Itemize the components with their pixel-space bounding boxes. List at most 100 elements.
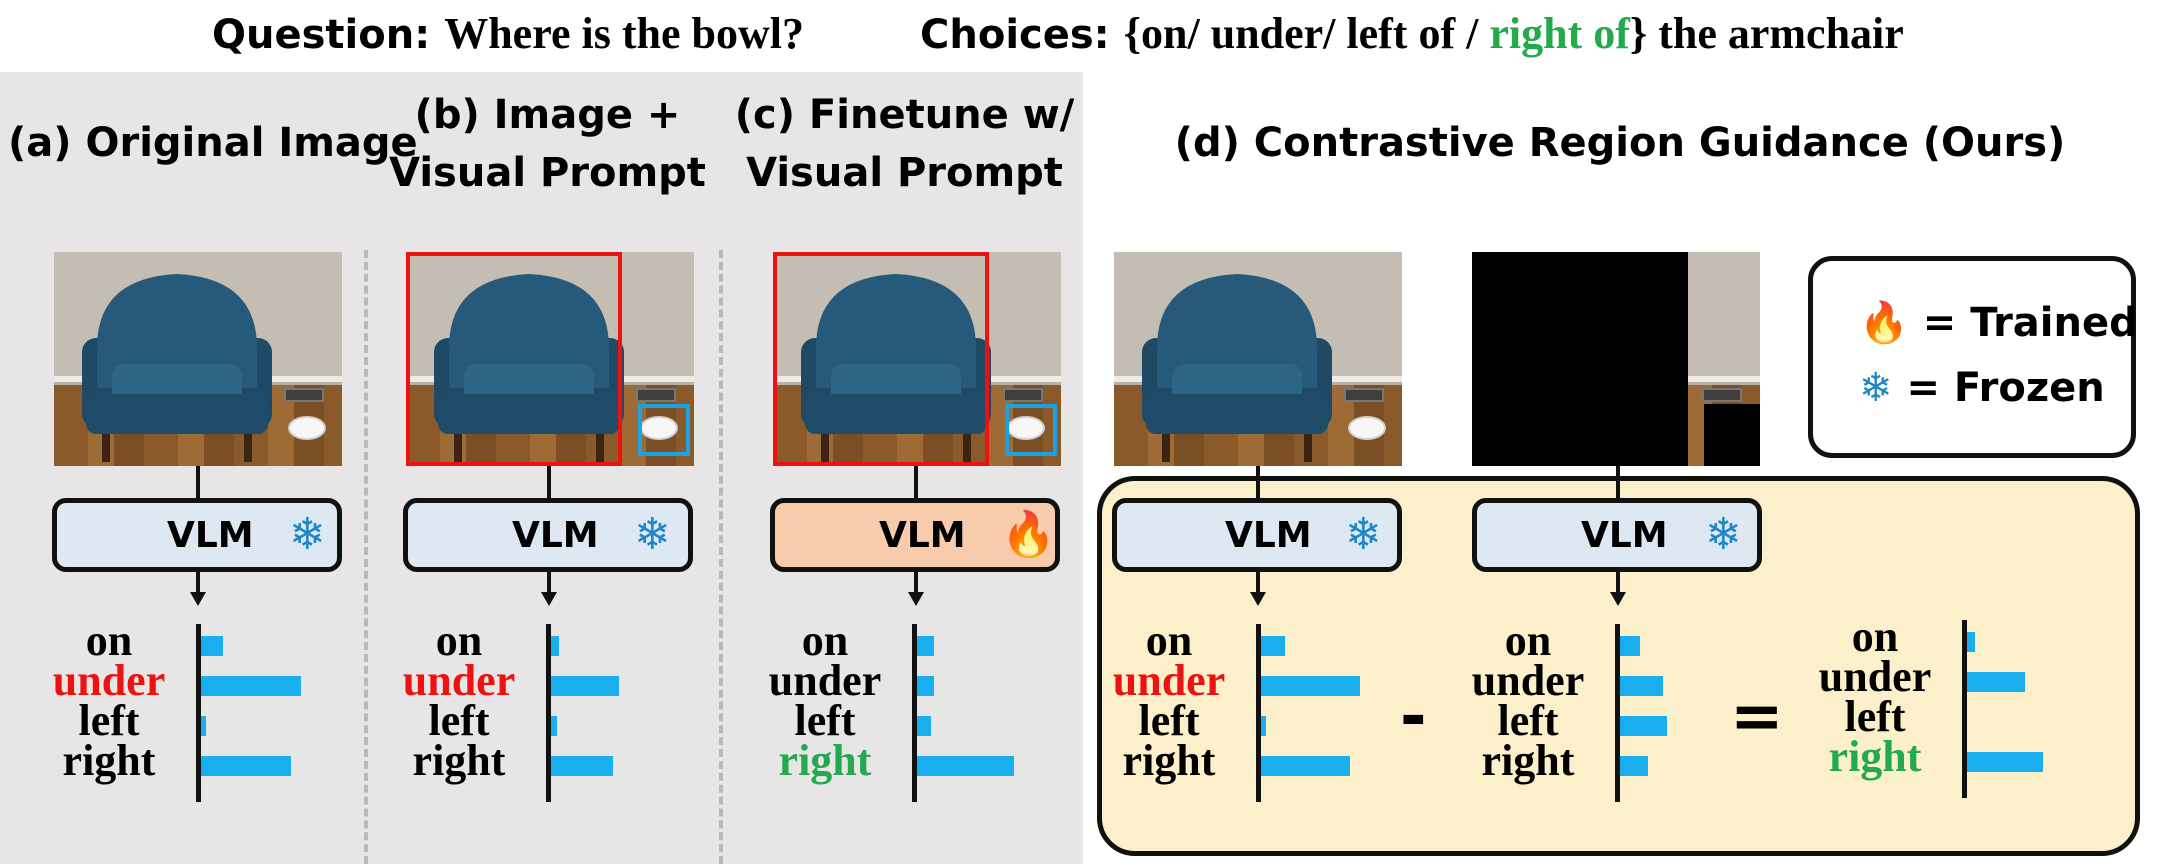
snowflake-icon: ❄ (289, 509, 326, 560)
arrow-d2-line (1616, 572, 1620, 594)
tick-label-under: under (1112, 656, 1226, 705)
arrow-d1-head (1250, 592, 1266, 606)
bar-right (1261, 756, 1350, 776)
bar-on (1967, 632, 1975, 652)
arrow-a-line (196, 572, 200, 594)
tick-label-under: under (1818, 652, 1932, 701)
fire-icon: 🔥 (1001, 509, 1056, 560)
panel-a-title: (a) Original Image (8, 120, 418, 166)
armchair (1142, 274, 1332, 462)
question-label: Question: (212, 12, 431, 58)
bar-under (201, 676, 301, 696)
baselines-background (0, 72, 1083, 864)
panel-b-title-line1: (b) Image + (414, 92, 681, 138)
armchair (434, 274, 624, 462)
arrow-c-head (908, 592, 924, 606)
tick-label-right: right (1481, 736, 1575, 785)
choices-close: } the armchair (1629, 9, 1904, 58)
choices-label: Choices: (920, 12, 1110, 58)
chair-region-box (773, 252, 989, 466)
tick-label-left: left (428, 696, 490, 745)
vlm-box-b: VLM ❄ (403, 498, 693, 572)
question: Question: Where is the bowl? (212, 8, 804, 59)
legend-trained: 🔥 = Trained (1859, 299, 2138, 346)
vlm-box-d-original: VLM ❄ (1112, 498, 1402, 572)
bar-on (201, 636, 223, 656)
bar-left (201, 716, 206, 736)
tick-label-left: left (794, 696, 856, 745)
armchair (82, 274, 272, 462)
bar-left (917, 716, 931, 736)
bowl (640, 416, 678, 440)
snowflake-icon: ❄ (1345, 509, 1382, 560)
bar-on (551, 636, 559, 656)
minus-operator: - (1400, 680, 1427, 754)
vlm-label: VLM (1225, 514, 1312, 556)
tick-label-on: on (1504, 616, 1552, 665)
vlm-label: VLM (879, 514, 966, 556)
arrow-d1-line (1256, 572, 1260, 594)
bar-right (1967, 752, 2043, 772)
connector-d2-top (1616, 466, 1620, 500)
tick-label-left: left (1497, 696, 1559, 745)
bowl (1348, 416, 1386, 440)
armchair-photo-b (406, 252, 694, 466)
tick-label-under: under (402, 656, 516, 705)
chair-mask (1472, 252, 1688, 466)
tick-label-on: on (1851, 612, 1899, 661)
connector-d1-top (1256, 466, 1260, 500)
vlm-box-c: VLM 🔥 (770, 498, 1060, 572)
tick-label-under: under (1471, 656, 1585, 705)
tick-label-left: left (78, 696, 140, 745)
tick-label-on: on (1145, 616, 1193, 665)
bowl-region-box (1005, 404, 1057, 456)
tick-label-right: right (412, 736, 506, 785)
choices-correct: right of (1489, 9, 1630, 58)
bar-left (1261, 716, 1266, 736)
choices-open: {on/ under/ left of / (1123, 9, 1490, 58)
arrow-b-head (541, 592, 557, 606)
bar-right (551, 756, 613, 776)
panel-c-title-line2: Visual Prompt (746, 150, 1063, 196)
bar-under (1261, 676, 1360, 696)
armchair-photo-d-masked (1472, 252, 1760, 466)
bar-under (551, 676, 619, 696)
panel-d-title: (d) Contrastive Region Guidance (Ours) (1174, 120, 2066, 166)
snowflake-icon: ❄ (1705, 509, 1742, 560)
bar-on (917, 636, 934, 656)
chair-region-box (406, 252, 622, 466)
bar-right (917, 756, 1014, 776)
arrow-d2-head (1610, 592, 1626, 606)
divider-b-c (719, 250, 723, 864)
tick-label-on: on (85, 616, 133, 665)
bar-left (1620, 716, 1667, 736)
connector-b-top (547, 466, 551, 500)
bar-under (917, 676, 934, 696)
vlm-label: VLM (167, 514, 254, 556)
legend-frozen: ❄ = Frozen (1859, 365, 2105, 411)
question-text: Where is the bowl? (444, 9, 804, 58)
bowl-region-box (638, 404, 690, 456)
tick-label-right: right (1122, 736, 1216, 785)
chart-axis (912, 624, 917, 802)
tick-label-under: under (768, 656, 882, 705)
chart-axis (1615, 624, 1620, 802)
armchair-photo-d-original (1114, 252, 1402, 466)
tick-label-right: right (62, 736, 156, 785)
arrow-c-line (914, 572, 918, 594)
legend-frozen-label: = Frozen (1906, 365, 2105, 411)
snowflake-icon: ❄ (634, 509, 671, 560)
chart-axis (1256, 624, 1261, 802)
bar-on (1261, 636, 1285, 656)
fire-icon: 🔥 (1859, 300, 1909, 346)
tick-label-left: left (1844, 692, 1906, 741)
bowl (1007, 416, 1045, 440)
vlm-box-a: VLM ❄ (52, 498, 342, 572)
connector-c-top (914, 466, 918, 500)
panel-c-title-line1: (c) Finetune w/ (734, 92, 1075, 138)
bar-on (1620, 636, 1640, 656)
